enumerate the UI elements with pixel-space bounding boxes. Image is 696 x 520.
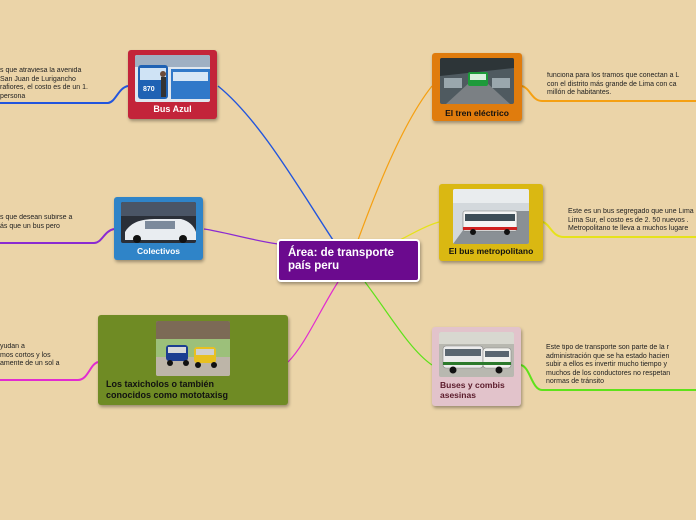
colectivos-label: Colectivos (137, 246, 180, 256)
link-metropolitano (399, 221, 440, 241)
link-combis (364, 281, 433, 366)
metropolitano-image (453, 189, 529, 244)
link-colectivos (203, 228, 279, 245)
link-metropolitano-note (542, 221, 696, 238)
bus-azul-label: Bus Azul (153, 104, 192, 114)
bus-azul-image: 870 (135, 55, 210, 102)
link-tren (357, 85, 433, 241)
link-taxicholos-note (0, 361, 99, 381)
taxicholos-note: yudan a mos cortos y los amente de un so… (0, 343, 60, 368)
tren-label: El tren eléctrico (445, 108, 509, 118)
node-colectivos[interactable]: Colectivos (114, 197, 203, 260)
tren-note: funciona para los tramos que conectan a … (547, 72, 680, 97)
metropolitano-note: Este es un bus segregado que une Lima Li… (568, 208, 694, 233)
tren-image (440, 58, 514, 104)
node-buses-combis[interactable]: Buses y combis asesinas (432, 327, 521, 406)
combis-label: Buses y combis asesinas (440, 380, 505, 400)
link-tren-note (521, 85, 696, 102)
central-topic[interactable]: Área: de transporte país peru (277, 239, 420, 282)
svg-text:870: 870 (143, 86, 155, 93)
taxicholos-label: Los taxicholos o también conocidos como … (106, 379, 229, 400)
combis-note: Este tipo de transporte son parte de la … (546, 344, 671, 386)
taxicholos-image (156, 321, 230, 376)
node-taxicholos[interactable]: Los taxicholos o también conocidos como … (98, 315, 288, 405)
node-bus-metropolitano[interactable]: El bus metropolitano (439, 184, 543, 261)
link-combis-note (520, 364, 696, 391)
central-topic-label: Área: de transporte país peru (288, 247, 395, 272)
link-bus-azul-note (0, 85, 129, 104)
bus-azul-note: s que atraviesa la avenida San Juan de L… (0, 67, 88, 100)
combis-image (439, 332, 514, 377)
colectivos-note: s que desean subirse a ás que un bus per… (0, 214, 73, 230)
metropolitano-label: El bus metropolitano (448, 246, 534, 256)
node-tren-electrico[interactable]: El tren eléctrico (432, 53, 522, 121)
link-taxicholos (287, 281, 339, 363)
link-colectivos-note (0, 228, 115, 244)
colectivos-image (121, 202, 196, 243)
node-bus-azul[interactable]: 870 Bus Azul (128, 50, 217, 119)
link-bus-azul (217, 85, 334, 241)
